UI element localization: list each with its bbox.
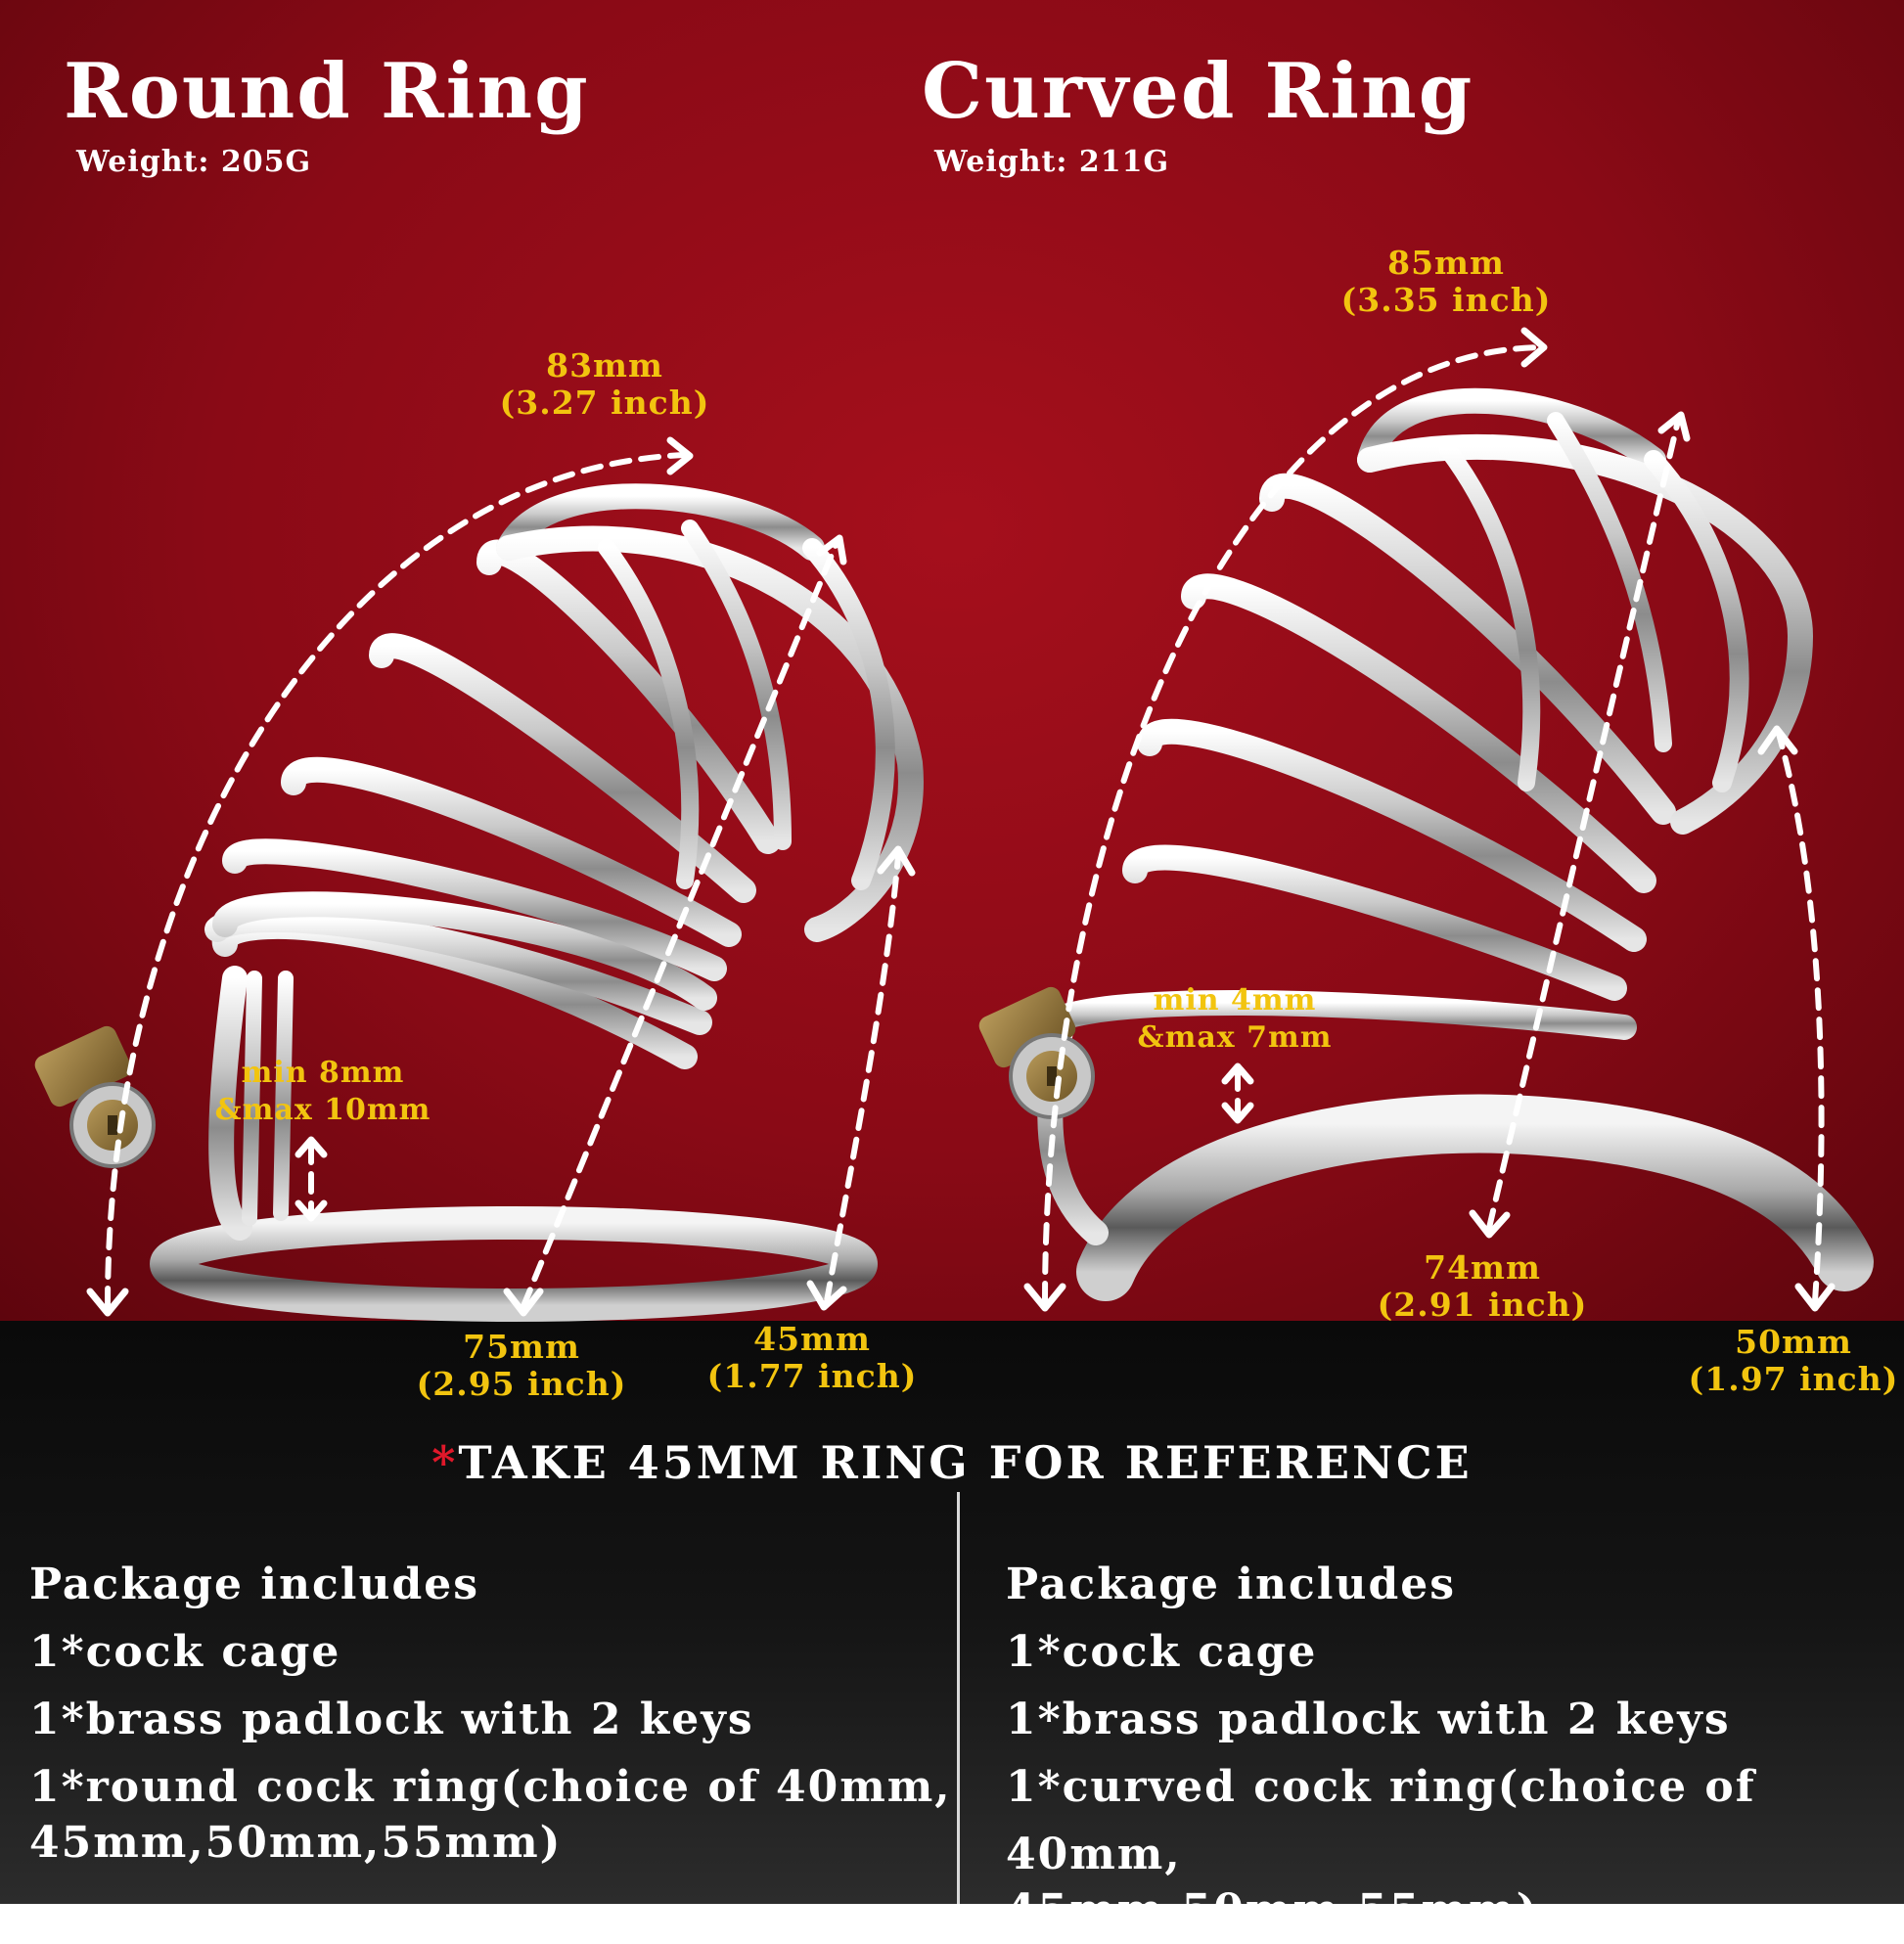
reference-note: *TAKE 45MM RING FOR REFERENCE (0, 1436, 1904, 1489)
package-item: 1*brass padlock with 2 keys (1006, 1695, 1731, 1744)
curved-gap-min: min 4mm (1153, 983, 1317, 1017)
package-item: 1*cock cage (29, 1627, 341, 1677)
curved-arc-mm: 85mm (1387, 244, 1505, 282)
curved-ring-weight: Weight: 211G (934, 145, 1170, 179)
package-heading: Package includes (1006, 1560, 1457, 1609)
ring-arrow-left (824, 853, 901, 1304)
round-arc-label: 83mm (3.27 inch) (500, 347, 710, 422)
round-arc-inch: (3.27 inch) (499, 384, 710, 422)
package-item: 45mm,50mm,55mm) (1006, 1885, 1539, 1935)
package-item: 1*round cock ring(choice of 40mm, (29, 1762, 952, 1812)
reference-note-text: TAKE 45MM RING FOR REFERENCE (458, 1436, 1473, 1489)
curved-arc-label: 85mm (3.35 inch) (1341, 245, 1552, 319)
padlock-icon (34, 1025, 156, 1168)
curved-length-inch: (2.91 inch) (1377, 1286, 1588, 1324)
round-ring-size-label: 45mm (1.77 inch) (707, 1321, 918, 1395)
curved-ring-cage (1024, 387, 1874, 1301)
package-list-curved: Package includes 1*cock cage 1*brass pad… (1006, 1551, 1904, 1944)
curved-length-mm: 74mm (1424, 1248, 1541, 1287)
round-ring-cage (150, 483, 924, 1322)
round-arc-mm: 83mm (546, 346, 663, 384)
round-length-inch: (2.95 inch) (416, 1365, 627, 1403)
curved-ring-mm: 50mm (1735, 1323, 1852, 1361)
ring-arrow-right (1776, 731, 1825, 1304)
length-arrow-left (521, 540, 839, 1309)
measurement-arrows (105, 344, 1825, 1309)
curved-gap-label: min 4mm &max 7mm (1138, 982, 1333, 1057)
package-heading: Package includes (29, 1560, 480, 1609)
round-ring-weight: Weight: 205G (76, 145, 312, 179)
round-length-mm: 75mm (463, 1328, 580, 1366)
column-divider (957, 1492, 960, 1904)
arc-arrow-right (1042, 344, 1544, 1304)
round-gap-label: min 8mm &max 10mm (215, 1055, 431, 1129)
package-item: 45mm,50mm,55mm) (29, 1818, 563, 1868)
asterisk: * (431, 1436, 459, 1489)
length-arrow-right (1486, 418, 1681, 1231)
package-item: 1*brass padlock with 2 keys (29, 1695, 754, 1744)
package-list-round: Package includes 1*cock cage 1*brass pad… (29, 1551, 952, 1876)
red-backdrop (0, 0, 1904, 1321)
arrowheads (86, 327, 1836, 1317)
black-surface (0, 1321, 1904, 1904)
round-ring-mm: 45mm (753, 1320, 871, 1358)
curved-arc-inch: (3.35 inch) (1340, 281, 1552, 319)
curved-ring-inch: (1.97 inch) (1688, 1360, 1899, 1398)
round-ring-title: Round Ring (64, 47, 590, 136)
package-item: 1*cock cage (1006, 1627, 1318, 1677)
round-length-label: 75mm (2.95 inch) (417, 1329, 627, 1403)
round-ring-inch: (1.77 inch) (706, 1357, 918, 1395)
padlock-icon-right (978, 986, 1095, 1119)
round-gap-max: &max 10mm (214, 1093, 431, 1127)
curved-ring-size-label: 50mm (1.97 inch) (1689, 1324, 1899, 1398)
package-item: 1*curved cock ring(choice of 40mm, (1006, 1762, 1756, 1879)
curved-gap-max: &max 7mm (1137, 1020, 1333, 1055)
product-illustration (34, 327, 1874, 1322)
curved-ring-title: Curved Ring (922, 47, 1474, 136)
round-gap-min: min 8mm (241, 1056, 405, 1090)
arc-arrow-left (105, 452, 688, 1309)
curved-length-label: 74mm (2.91 inch) (1378, 1249, 1588, 1324)
